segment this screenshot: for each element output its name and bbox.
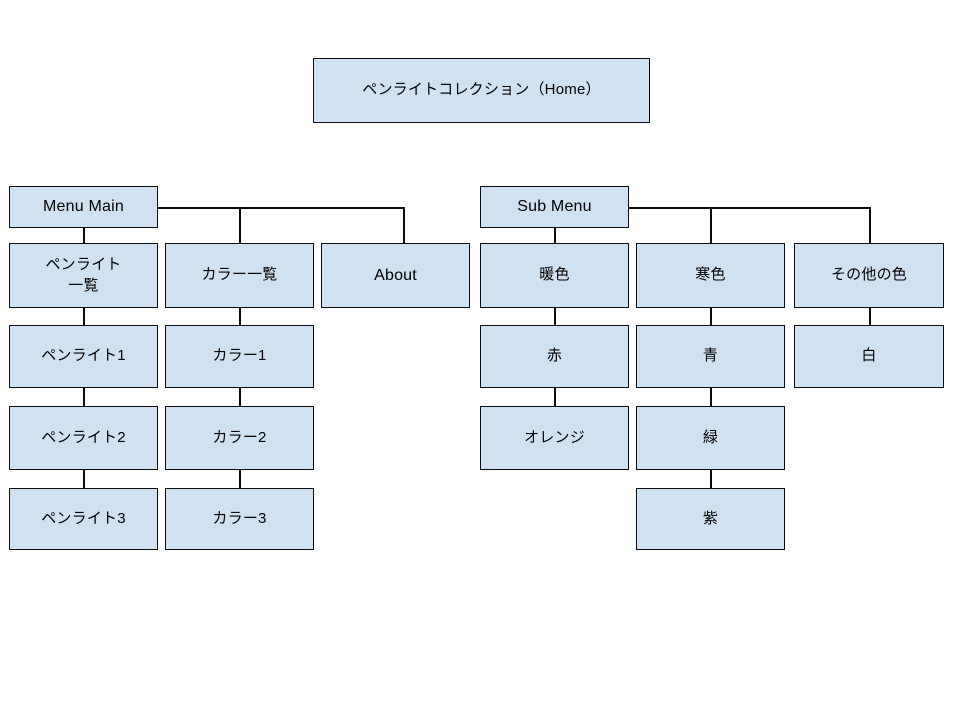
- other-colors-to-white: [869, 308, 871, 325]
- cool-colors-to-blue: [710, 308, 712, 325]
- color-2-to-3: [239, 470, 241, 488]
- blue-to-green: [710, 388, 712, 406]
- node-home[interactable]: ペンライトコレクション（Home）: [313, 58, 650, 123]
- node-white[interactable]: 白: [794, 325, 944, 388]
- node-cool-colors[interactable]: 寒色: [636, 243, 785, 308]
- sub-menu-bus-to-cool-colors: [710, 207, 712, 243]
- node-orange[interactable]: オレンジ: [480, 406, 629, 470]
- color-list-to-1: [239, 308, 241, 325]
- node-purple[interactable]: 紫: [636, 488, 785, 550]
- red-to-orange: [554, 388, 556, 406]
- node-penlight-3[interactable]: ペンライト3: [9, 488, 158, 550]
- node-penlight-2[interactable]: ペンライト2: [9, 406, 158, 470]
- node-warm-colors[interactable]: 暖色: [480, 243, 629, 308]
- sub-menu-to-warm-colors: [554, 228, 556, 243]
- menu-main-to-penlight-list: [83, 228, 85, 243]
- node-other-colors[interactable]: その他の色: [794, 243, 944, 308]
- sub-menu-bus-to-other-colors: [869, 207, 871, 243]
- menu-main-bus-horizontal: [158, 207, 404, 209]
- node-color-2[interactable]: カラー2: [165, 406, 314, 470]
- node-color-1[interactable]: カラー1: [165, 325, 314, 388]
- node-blue[interactable]: 青: [636, 325, 785, 388]
- node-green[interactable]: 緑: [636, 406, 785, 470]
- node-sub-menu[interactable]: Sub Menu: [480, 186, 629, 228]
- node-menu-main[interactable]: Menu Main: [9, 186, 158, 228]
- node-color-3[interactable]: カラー3: [165, 488, 314, 550]
- sub-menu-bus-horizontal: [629, 207, 870, 209]
- node-color-list[interactable]: カラー一覧: [165, 243, 314, 308]
- node-penlight-1[interactable]: ペンライト1: [9, 325, 158, 388]
- menu-main-bus-to-color-list: [239, 207, 241, 243]
- penlight-list-to-1: [83, 308, 85, 325]
- node-penlight-list[interactable]: ペンライト 一覧: [9, 243, 158, 308]
- menu-main-bus-to-about: [403, 207, 405, 243]
- green-to-purple: [710, 470, 712, 488]
- warm-colors-to-red: [554, 308, 556, 325]
- node-about[interactable]: About: [321, 243, 470, 308]
- penlight-1-to-2: [83, 388, 85, 406]
- penlight-2-to-3: [83, 470, 85, 488]
- node-red[interactable]: 赤: [480, 325, 629, 388]
- color-1-to-2: [239, 388, 241, 406]
